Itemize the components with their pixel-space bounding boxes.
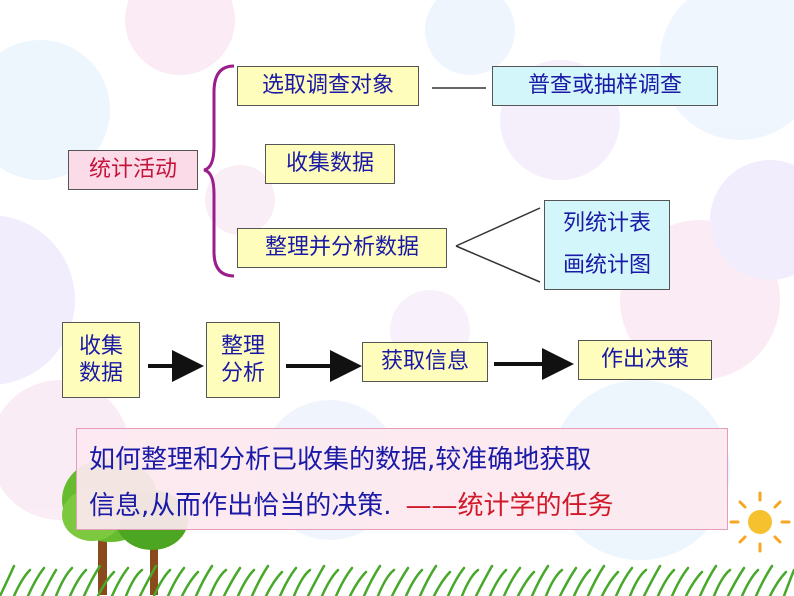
flow-step-organize-line1: 整理 xyxy=(220,333,265,359)
node-table-chart: 列统计表 画统计图 xyxy=(544,200,670,290)
node-organize-analyze: 整理并分析数据 xyxy=(237,228,447,268)
grass-decoration xyxy=(0,564,794,596)
summary-line-1: 如何整理和分析已收集的数据,较准确地获取 xyxy=(89,445,592,475)
summary-task-label: ——统计学的任务 xyxy=(405,491,614,521)
flow-step-obtain-info: 获取信息 xyxy=(362,342,488,382)
flow-step-collect-line2: 数据 xyxy=(78,361,123,386)
summary-line-2: 信息,从而作出恰当的决策. ——统计学的任务 xyxy=(89,483,717,529)
node-draw-chart: 画统计图 xyxy=(562,253,651,279)
summary-box: 如何整理和分析已收集的数据,较准确地获取 信息,从而作出恰当的决策. ——统计学的… xyxy=(76,428,728,530)
root-node-statistics-activity: 统计活动 xyxy=(68,150,198,190)
flow-step-collect-line1: 收集 xyxy=(78,333,123,359)
node-select-object: 选取调查对象 xyxy=(237,66,419,106)
flow-step-make-decision: 作出决策 xyxy=(578,340,712,380)
node-census-or-sample: 普查或抽样调查 xyxy=(492,66,718,106)
flow-step-collect-data: 收集 数据 xyxy=(62,322,140,398)
summary-line-2-text: 信息,从而作出恰当的决策. xyxy=(89,491,392,521)
sun-icon xyxy=(729,491,791,553)
flow-step-organize-analyze: 整理 分析 xyxy=(206,322,280,398)
node-make-table: 列统计表 xyxy=(562,211,651,237)
flow-step-organize-line2: 分析 xyxy=(220,361,265,386)
node-collect-data: 收集数据 xyxy=(265,144,395,184)
